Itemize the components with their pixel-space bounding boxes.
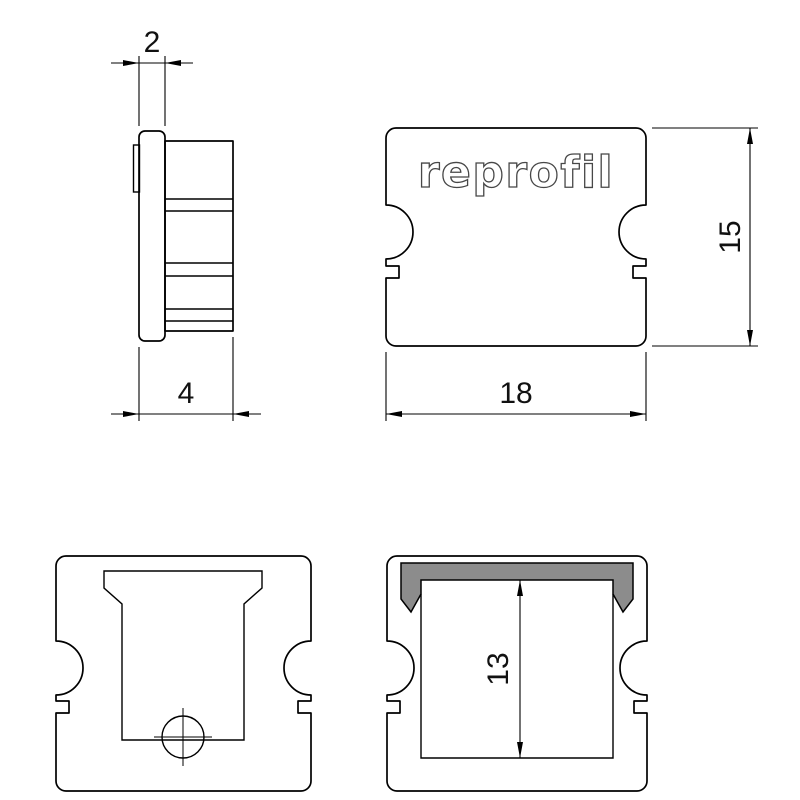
side-body-groove-lines: [165, 198, 233, 322]
dim-cap-height-extension-lines: [652, 127, 758, 347]
dim-cap-height: 15: [652, 127, 758, 347]
dim-cap-height-value: 15: [714, 220, 747, 253]
dim-cap-depth: 4: [111, 337, 261, 421]
dim-inner-height: 13: [482, 580, 523, 758]
section-outline: [386, 555, 648, 792]
front-outline: [385, 127, 647, 347]
back-boss-profile: [103, 570, 263, 741]
dim-flange-width: 2: [111, 26, 193, 126]
dim-cap-width-extension-lines: [385, 352, 647, 421]
dim-cap-width: 18: [385, 352, 647, 421]
dim-flange-width-extension-lines: [138, 56, 166, 126]
view-side: 2 4: [111, 26, 261, 421]
mounting-hole-centerlines: [154, 708, 212, 766]
dim-flange-width-value: 2: [144, 26, 161, 59]
view-front: reprofil 18 15: [385, 127, 758, 421]
view-back: [55, 555, 312, 792]
dim-cap-depth-value: 4: [178, 377, 195, 410]
back-outline: [55, 555, 312, 792]
section-cavity: [420, 594, 614, 759]
dim-inner-height-value: 13: [482, 652, 515, 685]
side-flange: [138, 130, 166, 342]
brand-logo: reprofil: [418, 147, 614, 198]
side-body: [164, 140, 234, 332]
dim-cap-depth-extension-lines: [138, 337, 234, 421]
view-section: 13: [386, 555, 648, 792]
profile-cross-section: [400, 562, 634, 614]
dim-cap-width-value: 18: [499, 377, 532, 410]
